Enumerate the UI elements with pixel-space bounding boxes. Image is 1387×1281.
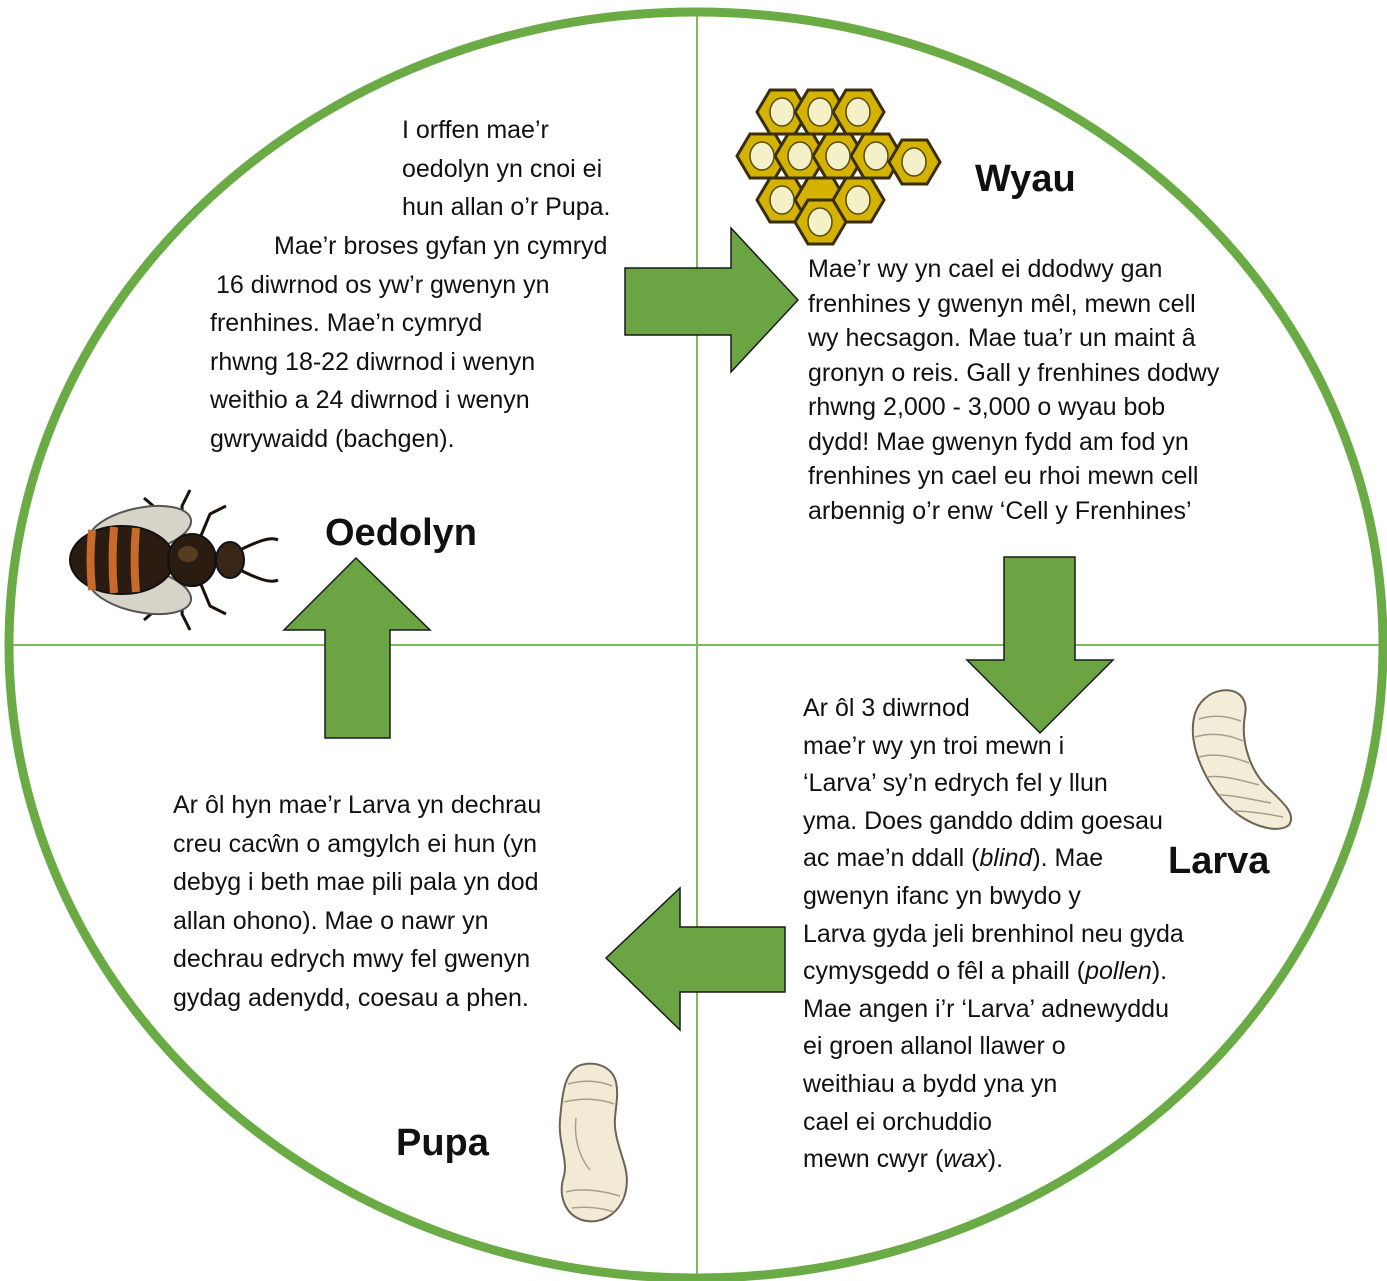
text-line: I orffen mae’r — [402, 111, 610, 150]
text-line: hun allan o’r Pupa. — [402, 188, 610, 227]
text-line: weithiau a bydd yna yn — [803, 1066, 1184, 1104]
text-line: dechrau edrych mwy fel gwenyn — [173, 940, 541, 979]
arrow-up-icon — [284, 558, 430, 738]
text-segment: ). Mae — [1032, 844, 1103, 872]
text-segment: mewn cwyr ( — [803, 1145, 943, 1173]
wyau-description: Mae’r wy yn cael ei ddodwy gan frenhines… — [808, 252, 1219, 528]
text-line: Mae’r wy yn cael ei ddodwy gan — [808, 252, 1219, 287]
text-line: mewn cwyr (wax). — [803, 1141, 1184, 1179]
text-line: 16 diwrnod os yw’r gwenyn yn — [216, 266, 607, 305]
text-line: gydag adenydd, coesau a phen. — [173, 979, 541, 1018]
text-line: frenhines yn cael eu rhoi mewn cell — [808, 459, 1219, 494]
pupa-description: Ar ôl hyn mae’r Larva yn dechrau creu ca… — [173, 786, 541, 1017]
english-term: blind — [979, 844, 1032, 872]
arrow-left-icon — [606, 888, 785, 1030]
stage-title-wyau: Wyau — [975, 158, 1076, 201]
text-line: frenhines. Mae’n cymryd — [210, 304, 607, 343]
text-line: arbennig o’r enw ‘Cell y Frenhines’ — [808, 494, 1219, 529]
honeycomb-eggs-icon — [735, 82, 950, 248]
arrow-right-icon — [625, 228, 798, 372]
text-line: Mae’r broses gyfan yn cymryd — [210, 227, 607, 266]
text-line: gwenyn ifanc yn bwydo y — [803, 878, 1184, 916]
text-line: Mae angen i’r ‘Larva’ adnewyddu — [803, 991, 1184, 1029]
pupa-icon — [550, 1060, 640, 1230]
text-line: Ar ôl hyn mae’r Larva yn dechrau — [173, 786, 541, 825]
text-segment: cymysgedd o fêl a phaill ( — [803, 957, 1085, 985]
text-line: rhwng 2,000 - 3,000 o wyau bob — [808, 390, 1219, 425]
text-line: oedolyn yn cnoi ei — [402, 150, 610, 189]
text-line: gronyn o reis. Gall y frenhines dodwy — [808, 356, 1219, 391]
text-segment: ). — [1152, 957, 1167, 985]
stage-title-pupa: Pupa — [396, 1122, 489, 1165]
larva-icon — [1185, 685, 1300, 835]
oedolyn-description-intro: I orffen mae’r oedolyn yn cnoi ei hun al… — [402, 111, 610, 227]
text-line: gwrywaidd (bachgen). — [210, 420, 607, 459]
text-line: dydd! Mae gwenyn fydd am fod yn — [808, 425, 1219, 460]
text-line: debyg i beth mae pili pala yn dod — [173, 863, 541, 902]
text-segment: ). — [988, 1145, 1003, 1173]
text-line: creu cacŵn o amgylch ei hun (yn — [173, 825, 541, 864]
text-line: Larva gyda jeli brenhinol neu gyda — [803, 916, 1184, 954]
text-line: allan ohono). Mae o nawr yn — [173, 902, 541, 941]
text-line: cymysgedd o fêl a phaill (pollen). — [803, 953, 1184, 991]
text-line: rhwng 18-22 diwrnod i wenyn — [210, 343, 607, 382]
text-line: weithio a 24 diwrnod i wenyn — [210, 381, 607, 420]
oedolyn-description: Mae’r broses gyfan yn cymryd 16 diwrnod … — [210, 227, 607, 458]
text-line: ei groen allanol llawer o — [803, 1028, 1184, 1066]
text-line: ac mae’n ddall (blind). Mae — [803, 840, 1184, 878]
text-line: frenhines y gwenyn mêl, mewn cell — [808, 287, 1219, 322]
bee-icon — [60, 480, 280, 640]
text-line: ‘Larva’ sy’n edrych fel y llun — [803, 765, 1184, 803]
stage-title-oedolyn: Oedolyn — [325, 512, 477, 555]
english-term: wax — [943, 1145, 987, 1173]
text-line: yma. Does ganddo ddim goesau — [803, 803, 1184, 841]
text-line: cael ei orchuddio — [803, 1104, 1184, 1142]
text-line: mae’r wy yn troi mewn i — [803, 728, 1184, 766]
text-line: Ar ôl 3 diwrnod — [803, 690, 1184, 728]
larva-description: Ar ôl 3 diwrnod mae’r wy yn troi mewn i … — [803, 690, 1184, 1179]
text-line: wy hecsagon. Mae tua’r un maint â — [808, 321, 1219, 356]
text-segment: ac mae’n ddall ( — [803, 844, 979, 872]
english-term: pollen — [1085, 957, 1152, 985]
